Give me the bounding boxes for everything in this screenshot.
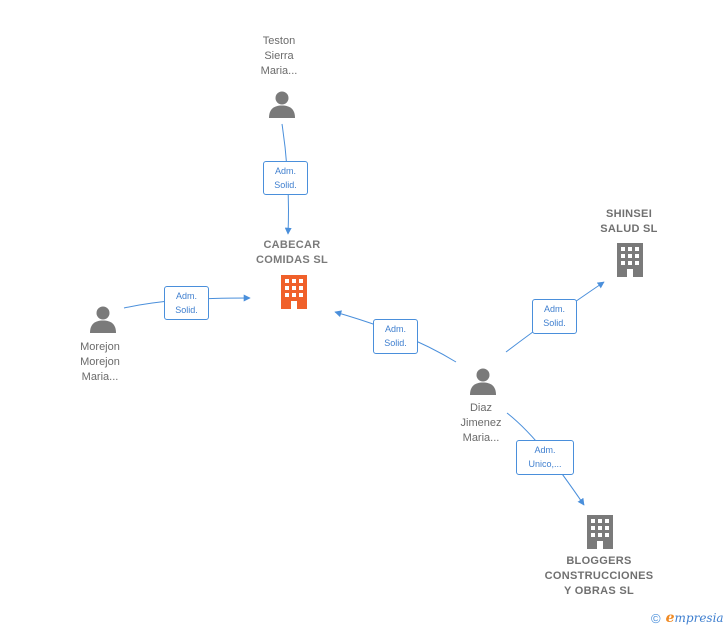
empresia-logo[interactable]: empresia [665, 610, 724, 626]
person-icon[interactable] [468, 366, 498, 396]
edge-label-teston-cabecar[interactable]: Adm. Solid. [263, 161, 308, 195]
node-label-bloggers[interactable]: BLOGGERS CONSTRUCCIONES Y OBRAS SL [544, 555, 654, 597]
edge-label-diaz-bloggers[interactable]: Adm. Unico,... [516, 440, 574, 475]
edge-label-diaz-shinsei[interactable]: Adm. Solid. [532, 299, 577, 334]
building-icon[interactable] [615, 243, 645, 277]
edge-label-diaz-cabecar[interactable]: Adm. Solid. [373, 319, 418, 354]
person-icon[interactable] [267, 89, 297, 119]
node-label-cabecar[interactable]: CABECAR COMIDAS SL [255, 239, 329, 266]
node-label-morejon[interactable]: Morejon Morejon Maria... [80, 341, 120, 383]
person-icon[interactable] [88, 304, 118, 334]
node-label-teston[interactable]: Teston Sierra Maria... [260, 35, 298, 77]
footer-brand: © empresia [651, 610, 724, 626]
copyright-symbol: © [651, 610, 661, 626]
building-icon[interactable] [585, 515, 615, 549]
edge-label-morejon-cabecar[interactable]: Adm. Solid. [164, 286, 209, 320]
building-icon[interactable] [279, 275, 309, 309]
node-label-shinsei[interactable]: SHINSEI SALUD SL [600, 208, 658, 235]
node-label-diaz[interactable]: Diaz Jimenez Maria... [460, 402, 502, 444]
